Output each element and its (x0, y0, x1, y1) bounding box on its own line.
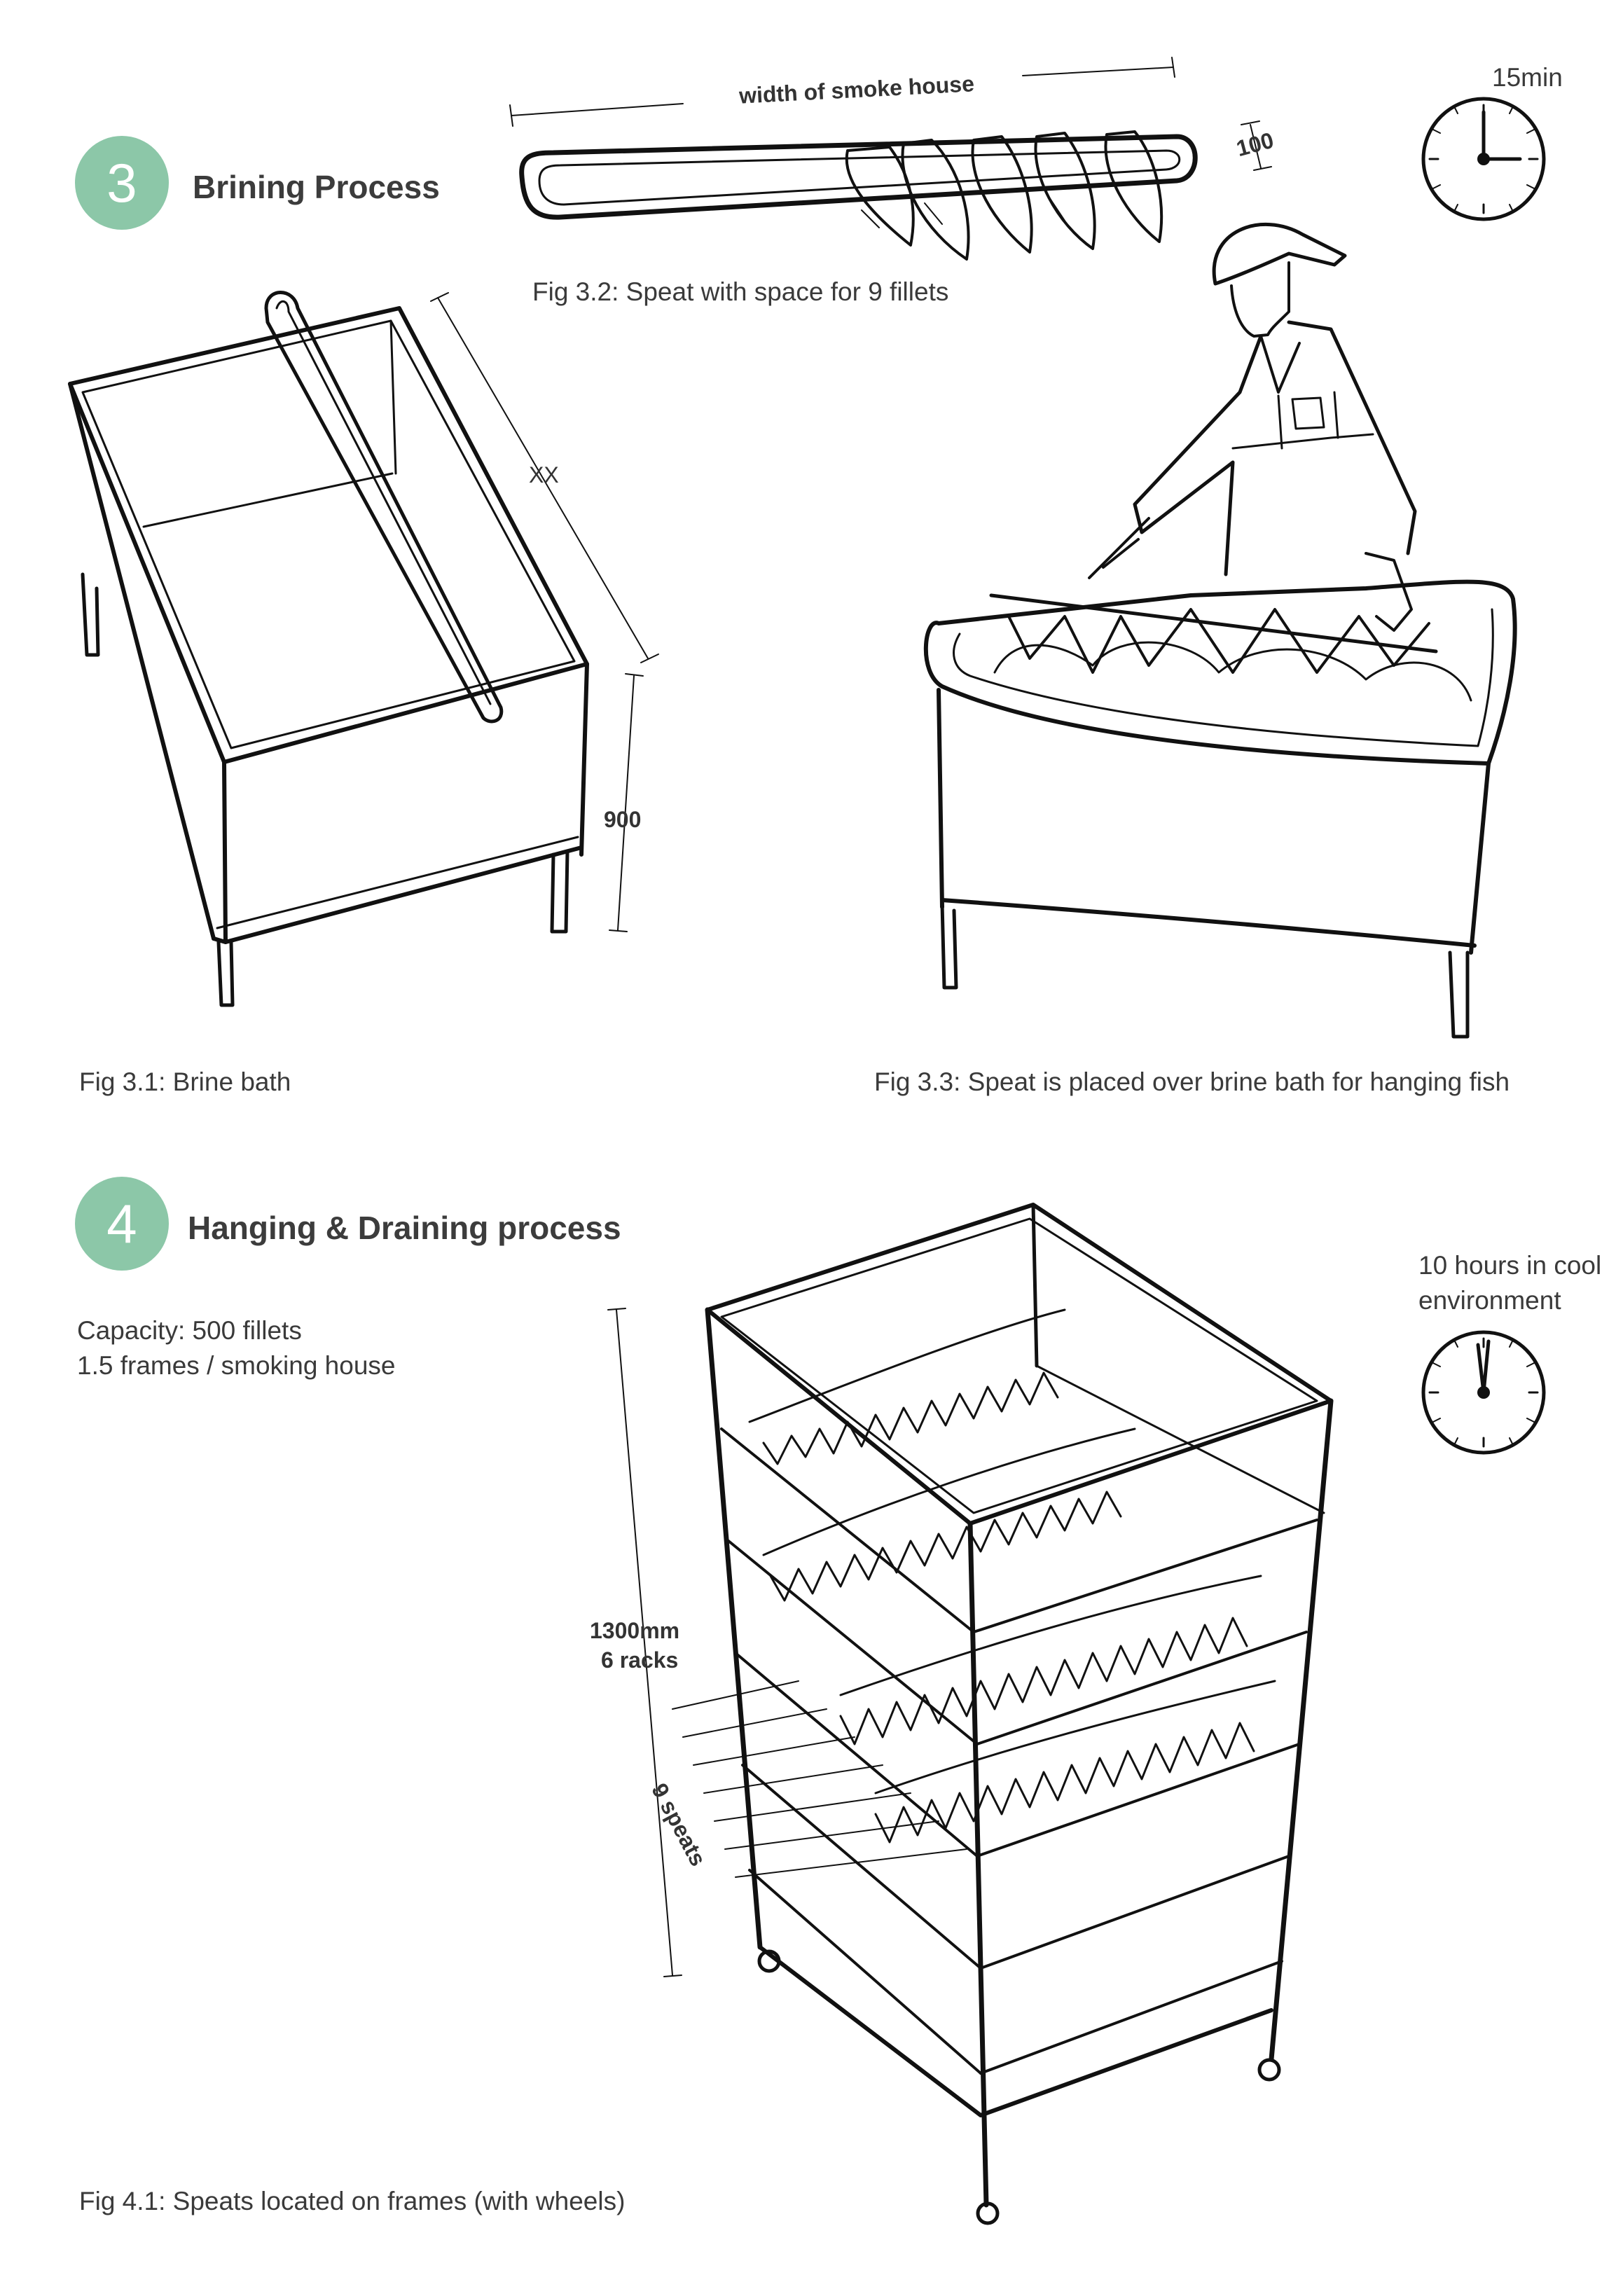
dimension-label-length: XX (529, 462, 559, 487)
worker-at-brine-bath-drawing (926, 224, 1515, 1037)
figure-caption: Fig 3.1: Brine bath (79, 1067, 291, 1096)
brine-bath-drawing (70, 293, 658, 1006)
capacity-note: 1.5 frames / smoking house (77, 1351, 396, 1380)
clock-icon (1423, 1332, 1544, 1453)
figure-caption: Fig 4.1: Speats located on frames (with … (79, 2187, 626, 2215)
clock-icon (1423, 99, 1544, 219)
figure-caption: Fig 3.2: Speat with space for 9 fillets (532, 277, 949, 306)
speat-drawing (510, 57, 1271, 259)
capacity-note: Capacity: 500 fillets (77, 1316, 302, 1345)
dimension-label-height: 1300mm (590, 1618, 680, 1643)
duration-label: 15min (1492, 63, 1563, 92)
drying-frame-drawing (608, 1205, 1331, 2223)
duration-label: 10 hours in cool (1418, 1251, 1602, 1280)
section-title: Hanging & Draining process (188, 1210, 621, 1246)
dimension-label-racks: 6 racks (601, 1647, 679, 1673)
section-number-badge: 4 (75, 1177, 169, 1271)
section-title: Brining Process (193, 169, 440, 205)
section-number-badge: 3 (75, 136, 169, 230)
duration-label: environment (1418, 1286, 1561, 1315)
figure-caption: Fig 3.3: Speat is placed over brine bath… (874, 1067, 1510, 1096)
dimension-label-height: 900 (604, 807, 642, 832)
